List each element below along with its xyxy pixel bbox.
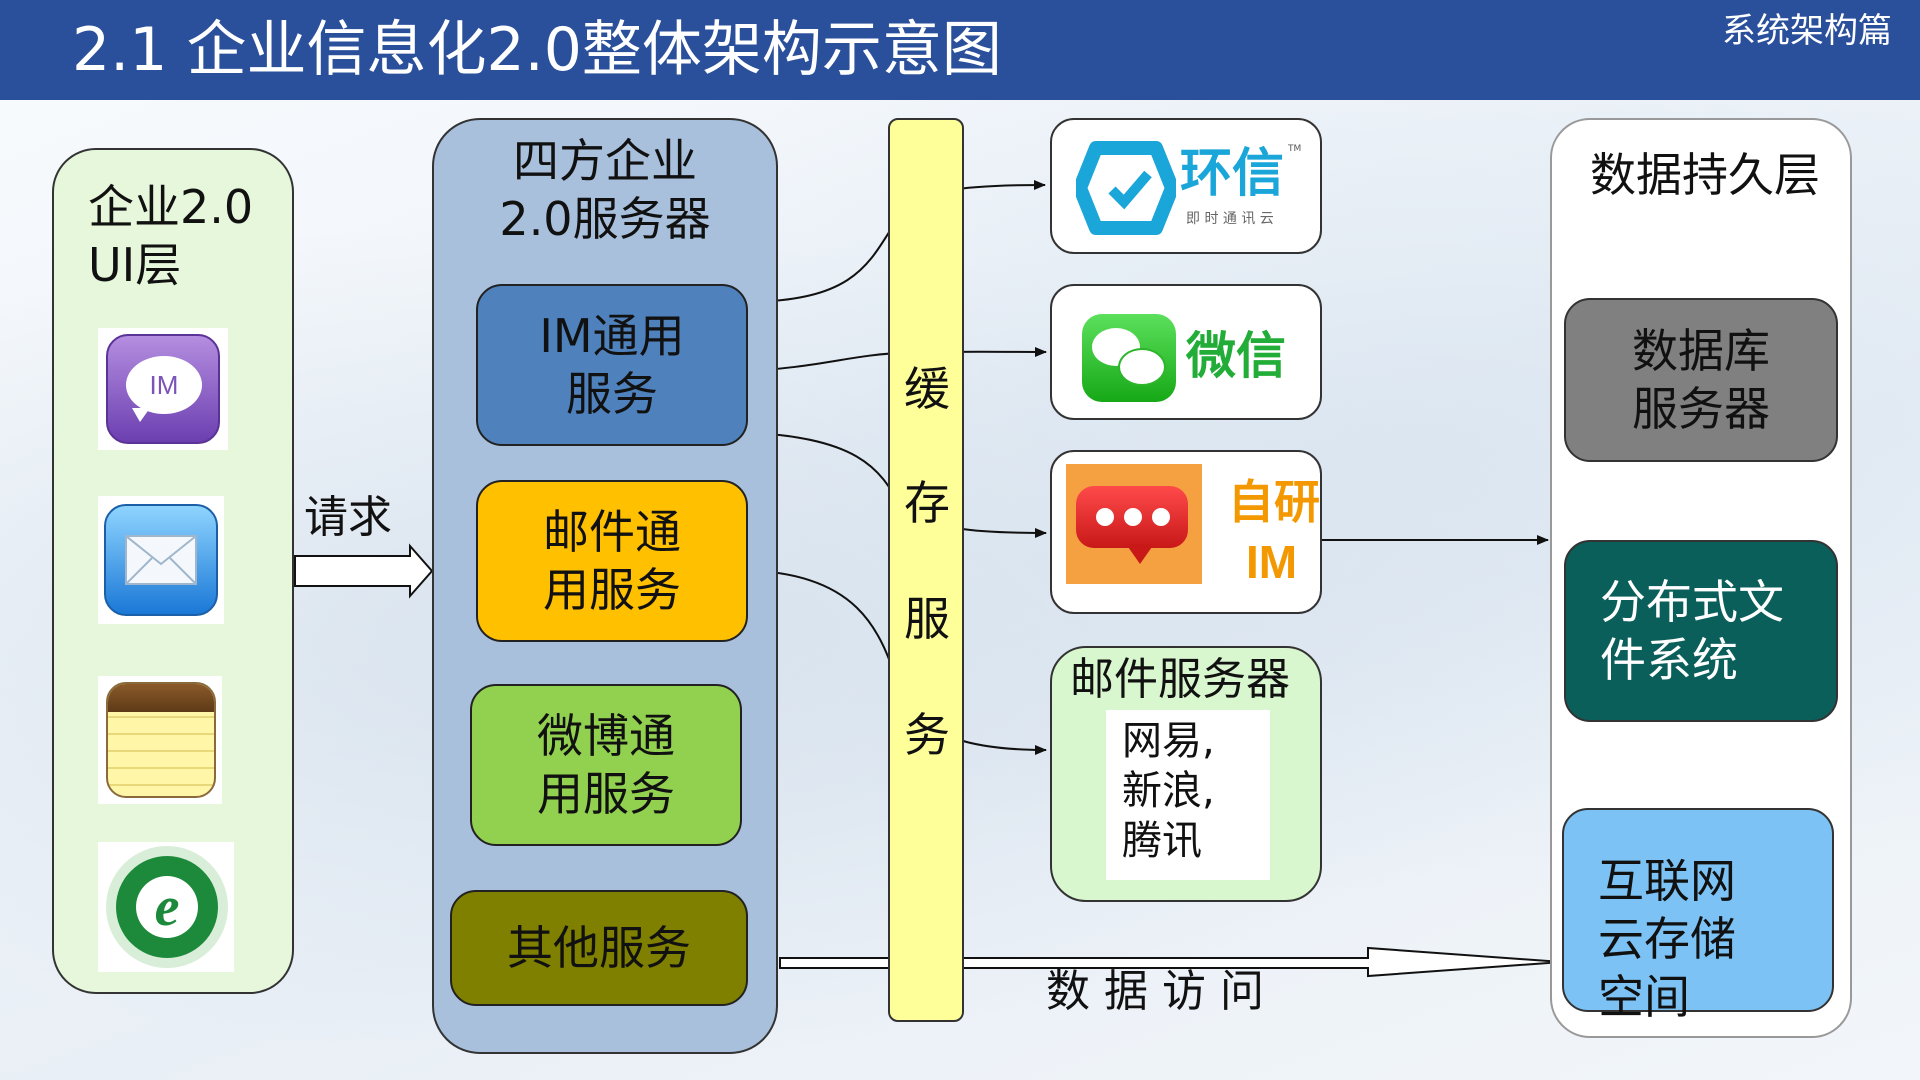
notes-app-icon xyxy=(98,676,222,804)
cache-char-4: 务 xyxy=(904,708,950,762)
huanxin-subtitle: 即 时 通 讯 云 xyxy=(1186,211,1274,227)
im-icon-label: IM xyxy=(126,356,202,414)
self-im-name-1: 自研 xyxy=(1228,475,1320,529)
cache-char-2: 存 xyxy=(904,476,950,530)
huanxin-tm: TM xyxy=(1288,144,1302,154)
server-title: 四方企业 2.0服务器 xyxy=(499,134,711,246)
request-label: 请求 xyxy=(304,492,392,543)
self-im-name-2: IM xyxy=(1246,536,1298,588)
wechat-box[interactable]: 微信 xyxy=(1050,284,1322,420)
huanxin-box[interactable]: 环信 TM 即 时 通 讯 云 xyxy=(1050,118,1322,254)
huanxin-logo-icon xyxy=(1076,141,1176,235)
data-access-label: 数 据 访 问 xyxy=(1046,966,1264,1017)
persistence-title: 数据持久层 xyxy=(1590,148,1820,202)
ie-browser-icon: e xyxy=(98,842,234,972)
title-bar: 2.1 企业信息化2.0整体架构示意图 系统架构篇 xyxy=(0,0,1920,100)
request-arrow xyxy=(294,543,434,599)
ui-layer-title: 企业2.0 UI层 xyxy=(88,180,254,292)
weibo-service-box[interactable]: 微博通 用服务 xyxy=(470,684,742,846)
page-title: 2.1 企业信息化2.0整体架构示意图 xyxy=(72,15,1002,85)
mail-app-icon xyxy=(98,496,224,624)
database-server-box[interactable]: 数据库 服务器 xyxy=(1564,298,1838,462)
self-im-box[interactable]: 自研 IM xyxy=(1050,450,1322,614)
mail-server-title: 邮件服务器 xyxy=(1070,654,1290,705)
im-service-box[interactable]: IM通用 服务 xyxy=(476,284,748,446)
distributed-fs-box[interactable]: 分布式文 件系统 xyxy=(1564,540,1838,722)
im-app-icon: IM xyxy=(98,328,228,450)
data-access-arrow xyxy=(779,946,1563,978)
cache-char-3: 服 xyxy=(904,592,950,646)
mail-providers: 网易, 新浪, 腾讯 xyxy=(1106,710,1270,880)
other-service-box[interactable]: 其他服务 xyxy=(450,890,748,1006)
mail-service-box[interactable]: 邮件通 用服务 xyxy=(476,480,748,642)
section-category: 系统架构篇 xyxy=(1722,11,1892,51)
huanxin-name: 环信 xyxy=(1180,144,1285,204)
cache-service-column[interactable] xyxy=(888,118,964,1022)
self-im-logo-icon xyxy=(1066,464,1202,584)
cache-char-1: 缓 xyxy=(904,362,950,416)
wechat-name: 微信 xyxy=(1186,327,1286,385)
cloud-storage-box[interactable]: 互联网 云存储 空间 xyxy=(1562,808,1834,1024)
wechat-logo-icon xyxy=(1082,314,1176,402)
